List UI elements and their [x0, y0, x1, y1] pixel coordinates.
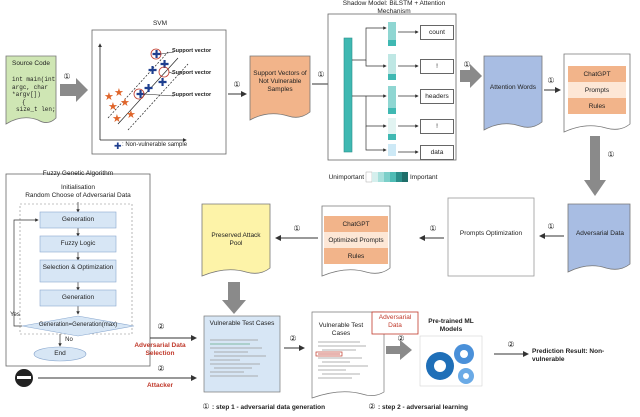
vtc2-card — [311, 311, 385, 399]
svg-text:✚: ✚ — [158, 76, 167, 89]
svg-text:★: ★ — [120, 96, 130, 109]
llm-top-prompts: Prompts — [584, 86, 610, 94]
step-mark-2e: ② — [507, 340, 515, 349]
sv-label-2: Support vector — [172, 70, 212, 76]
source-code-doc — [5, 55, 57, 125]
sv-label-3: Support vector — [172, 92, 212, 98]
legend-step2-mark: ② — [368, 402, 376, 411]
step-mark-2d: ② — [397, 334, 405, 343]
fuzzy-step-generation-1: Generation — [61, 216, 95, 223]
vulnerable-samples: ★★★ ★★★ — [104, 86, 136, 125]
scale-left-label: Unimportant — [328, 174, 364, 181]
svg-text:★: ★ — [104, 90, 114, 103]
importance-scale — [365, 171, 408, 183]
arrow-shadow-attn — [460, 64, 482, 88]
llm-mid-rules: Rules — [347, 252, 365, 260]
svg-text:✚: ✚ — [144, 82, 153, 95]
fuzzy-no: No — [65, 337, 73, 343]
svg-text:★: ★ — [114, 86, 124, 99]
svg-text:✚: ✚ — [152, 48, 161, 61]
prompts-optimization-box — [447, 197, 535, 277]
fuzzy-step-generation-2: Generation — [61, 294, 95, 301]
support-vectors-text: Support Vectors of Not Vulnerable Sample… — [253, 70, 307, 93]
fuzzy-step-condition: Generation=Generation(max) — [38, 322, 118, 328]
lstm-input-bar — [343, 37, 353, 153]
legend-step1: : step 1 - adversarial data generation — [212, 404, 326, 411]
token-count: count — [420, 25, 454, 40]
svg-text:✚: ✚ — [136, 88, 145, 101]
fuzzy-yes: Yes — [10, 312, 20, 318]
step-mark-shadow: ① — [463, 60, 471, 69]
svm-legend: : Non-vulnerable sample — [122, 142, 188, 148]
token-bang-1: ! — [420, 59, 454, 74]
gears-icon — [419, 335, 483, 387]
llm-mid-chatgpt: ChatGPT — [342, 220, 370, 228]
attention-bars — [388, 22, 396, 156]
svg-text:✚: ✚ — [160, 58, 169, 71]
arrow-vtc2-model — [386, 340, 412, 360]
step-mark-po: ① — [429, 224, 437, 233]
pretrained-label: Pre-trained ML Models — [428, 318, 474, 333]
fuzzy-step-selection: Selection & Optimization — [42, 264, 114, 271]
non-vulnerable-samples: ✚✚✚ ✚✚✚ — [136, 48, 169, 101]
preserved-pool-doc — [201, 203, 271, 277]
arrow-llm-adv — [584, 136, 606, 196]
svm-box — [91, 29, 227, 155]
fuzzy-step-fuzzy-logic: Fuzzy Logic — [60, 240, 96, 247]
preserved-pool-text: Preserved Attack Pool — [211, 232, 261, 247]
adversarial-data-doc — [567, 203, 631, 273]
svm-title: SVM — [152, 20, 168, 27]
shadow-model-title: Shadow Model: BiLSTM + Attention Mechani… — [342, 0, 446, 15]
arrow-pool-vtc — [222, 282, 246, 314]
vtc1-text: Vulnerable Test Cases — [209, 320, 275, 327]
vtc1-code-lines — [210, 339, 266, 377]
step-mark-svm: ① — [233, 80, 241, 89]
scale-right-label: Important — [410, 174, 438, 181]
token-bang-2: ! — [420, 119, 454, 134]
support-vectors-doc — [249, 55, 311, 121]
svg-text:★: ★ — [112, 112, 122, 125]
svg-text:★: ★ — [108, 100, 118, 113]
attacker-icon — [15, 369, 33, 387]
sv-label-1: Support vector — [172, 48, 212, 54]
vtc1-card — [203, 315, 281, 393]
attention-words-doc — [483, 55, 543, 131]
svg-text:★: ★ — [126, 108, 136, 121]
fuzzy-end: End — [54, 350, 66, 357]
arrow-source-svm — [60, 78, 88, 102]
fuzzy-ga-init2: Random Choose of Adversarial Data — [25, 192, 131, 199]
llm-mid-optimized-prompts: Optimized Prompts — [328, 236, 384, 244]
vtc2-text: Vulnerable Test Cases — [318, 322, 364, 337]
source-code-lines: int main(int argc, char *argv[]) { size_… — [12, 76, 56, 113]
step-mark-llm-mid: ① — [293, 224, 301, 233]
source-code-title: Source Code — [12, 60, 50, 67]
step-mark-2c: ② — [289, 334, 297, 343]
attention-words-text: Attention Words — [489, 84, 537, 91]
token-data: data — [420, 145, 454, 160]
adversarial-selection-label: Adversarial Data Selection — [134, 342, 186, 357]
prediction-label: Prediction Result: Non-vulnerable — [532, 348, 605, 363]
step-mark-sv: ① — [317, 70, 325, 79]
step-mark-adv: ① — [547, 222, 555, 231]
token-headers: headers — [420, 89, 454, 104]
attacker-label: Attacker — [146, 382, 173, 389]
prompts-optimization-text: Prompts Optimization — [459, 230, 523, 237]
step-mark-1: ① — [63, 72, 71, 81]
vtc2-overlay: Adversarial Data — [378, 314, 412, 329]
step-mark-2b: ② — [157, 364, 165, 373]
legend-step2: : step 2 - adversarial learning — [378, 404, 468, 411]
svg-text:✚: ✚ — [148, 64, 157, 77]
fuzzy-ga-init: Initialisation — [61, 184, 95, 191]
legend-step1-mark: ① — [202, 402, 210, 411]
adversarial-data-text: Adversarial Data — [575, 230, 625, 237]
legend-plus-icon: ✚ — [114, 142, 122, 152]
llm-top-chatgpt: ChatGPT — [583, 70, 611, 78]
llm-top-rules: Rules — [588, 102, 606, 110]
step-mark-2a: ② — [157, 322, 165, 331]
fuzzy-ga-title: Fuzzy Genetic Algorithm — [42, 170, 114, 177]
step-mark-llm: ① — [607, 150, 615, 159]
step-mark-attn: ① — [547, 76, 555, 85]
